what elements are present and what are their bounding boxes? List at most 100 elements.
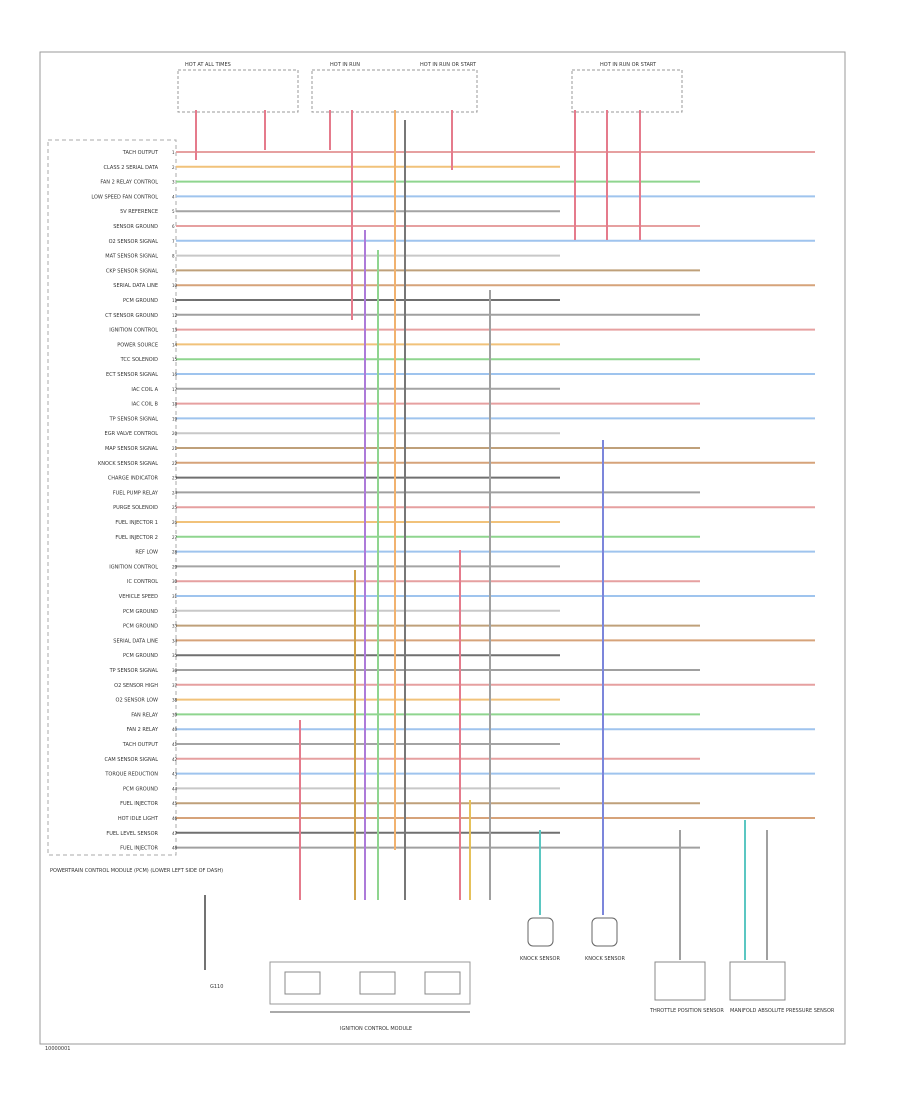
pin-number: 2 xyxy=(172,165,175,170)
pin-label: PCM GROUND xyxy=(123,653,158,659)
bottom-risers xyxy=(299,120,768,960)
pin-label: IGNITION CONTROL xyxy=(109,564,158,570)
pin-number: 15 xyxy=(172,357,178,362)
pin-number: 44 xyxy=(172,786,178,791)
pin-label: CAM SENSOR SIGNAL xyxy=(104,757,158,763)
pin-label: IC CONTROL xyxy=(127,579,158,585)
pin-label: CT SENSOR GROUND xyxy=(105,313,158,319)
pin-label: O2 SENSOR SIGNAL xyxy=(109,239,159,245)
map-sensor-box xyxy=(729,961,786,1001)
pin-number: 26 xyxy=(172,520,178,525)
diagram-frame xyxy=(39,51,846,1045)
pin-number: 38 xyxy=(172,698,178,703)
pin-label: FUEL PUMP RELAY xyxy=(113,490,159,496)
pin-label: REF LOW xyxy=(135,550,158,556)
pcm-wires: 1234567891011121314151617181920212223242… xyxy=(172,150,815,851)
pin-label: CHARGE INDICATOR xyxy=(108,476,159,482)
knock-sensor-2-label: KNOCK SENSOR xyxy=(585,956,625,962)
pin-number: 14 xyxy=(172,342,178,347)
pin-number: 9 xyxy=(172,268,175,273)
pin-number: 36 xyxy=(172,668,178,673)
pin-label: TP SENSOR SIGNAL xyxy=(109,416,159,422)
pin-label: TACH OUTPUT xyxy=(122,150,159,156)
pin-label: PURGE SOLENOID xyxy=(113,505,158,511)
pin-label: VEHICLE SPEED xyxy=(119,594,158,600)
pin-label: FUEL INJECTOR xyxy=(120,801,158,807)
pin-label: PCM GROUND xyxy=(123,624,158,630)
map-sensor-label: MANIFOLD ABSOLUTE PRESSURE SENSOR xyxy=(730,1008,835,1014)
pin-number: 21 xyxy=(172,446,178,451)
pin-label: FUEL INJECTOR xyxy=(120,846,158,852)
tp-sensor-label: THROTTLE POSITION SENSOR xyxy=(649,1008,724,1014)
top-fuse-blocks: HOT AT ALL TIMES HOT IN RUN HOT IN RUN O… xyxy=(177,62,683,113)
pin-number: 40 xyxy=(172,727,178,732)
pin-number: 27 xyxy=(172,535,178,540)
pin-number: 6 xyxy=(172,224,175,229)
pin-label: TACH OUTPUT xyxy=(122,742,159,748)
pin-number: 46 xyxy=(172,816,178,821)
pin-number: 17 xyxy=(172,387,178,392)
pin-label: PCM GROUND xyxy=(123,609,158,615)
pin-label: FAN 2 RELAY xyxy=(126,727,159,733)
pin-label: SERIAL DATA LINE xyxy=(113,283,158,289)
pin-label: FUEL INJECTOR 2 xyxy=(115,535,158,541)
pin-number: 19 xyxy=(172,416,178,421)
pin-label: ECT SENSOR SIGNAL xyxy=(106,372,158,378)
pin-label: FUEL LEVEL SENSOR xyxy=(106,831,158,837)
pin-label: POWER SOURCE xyxy=(117,342,158,348)
top-label-2: HOT IN RUN xyxy=(330,62,360,68)
ignition-module-label: IGNITION CONTROL MODULE xyxy=(340,1026,412,1032)
pin-label: FAN 2 RELAY CONTROL xyxy=(100,180,158,186)
pin-label: TORQUE REDUCTION xyxy=(104,772,158,778)
pin-number: 10 xyxy=(172,283,178,288)
top-label-4: HOT IN RUN OR START xyxy=(600,62,657,68)
pin-number: 45 xyxy=(172,801,178,806)
pin-number: 30 xyxy=(172,579,178,584)
pin-number: 28 xyxy=(172,550,178,555)
pin-number: 16 xyxy=(172,372,178,377)
pin-label: SENSOR GROUND xyxy=(113,224,158,230)
pin-label: PCM GROUND xyxy=(123,786,158,792)
pin-label: HOT IDLE LIGHT xyxy=(118,816,159,822)
pin-label: EGR VALVE CONTROL xyxy=(105,431,159,437)
pin-number: 11 xyxy=(172,298,178,303)
pin-number: 13 xyxy=(172,328,178,333)
pin-label: 5V REFERENCE xyxy=(120,209,158,215)
pin-number: 5 xyxy=(172,209,175,214)
pin-number: 37 xyxy=(172,683,178,688)
power-risers xyxy=(195,110,641,850)
pin-number: 39 xyxy=(172,712,178,717)
footer-code: 10000001 xyxy=(45,1046,70,1052)
ground-label: G110 xyxy=(210,984,223,990)
pin-label: MAT SENSOR SIGNAL xyxy=(105,254,158,260)
pin-number: 23 xyxy=(172,476,178,481)
pin-label: FAN RELAY xyxy=(131,712,159,718)
pin-number: 3 xyxy=(172,180,175,185)
pin-label: IGNITION CONTROL xyxy=(109,328,158,334)
pin-label: KNOCK SENSOR SIGNAL xyxy=(98,461,158,467)
top-label-3: HOT IN RUN OR START xyxy=(420,62,477,68)
knock-sensor-1-label: KNOCK SENSOR xyxy=(520,956,560,962)
pin-number: 18 xyxy=(172,402,178,407)
pin-number: 20 xyxy=(172,431,178,436)
pin-number: 48 xyxy=(172,846,178,851)
pin-label: PCM GROUND xyxy=(123,298,158,304)
pin-label: TP SENSOR SIGNAL xyxy=(109,668,159,674)
pin-label: IAC COIL B xyxy=(131,402,158,408)
knock-sensor-1 xyxy=(527,917,554,947)
pin-label: TCC SOLENOID xyxy=(120,357,159,363)
pin-label: MAP SENSOR SIGNAL xyxy=(105,446,158,452)
pin-label: LOW SPEED FAN CONTROL xyxy=(91,194,158,200)
knock-sensor-2 xyxy=(591,917,618,947)
pin-label: FUEL INJECTOR 1 xyxy=(115,520,158,526)
pin-number: 22 xyxy=(172,461,178,466)
pin-number: 4 xyxy=(172,194,175,199)
pin-number: 29 xyxy=(172,564,178,569)
pin-number: 7 xyxy=(172,239,175,244)
pin-number: 41 xyxy=(172,742,178,747)
pin-number: 47 xyxy=(172,831,178,836)
ignition-module-box xyxy=(269,961,471,1005)
pin-number: 25 xyxy=(172,505,178,510)
